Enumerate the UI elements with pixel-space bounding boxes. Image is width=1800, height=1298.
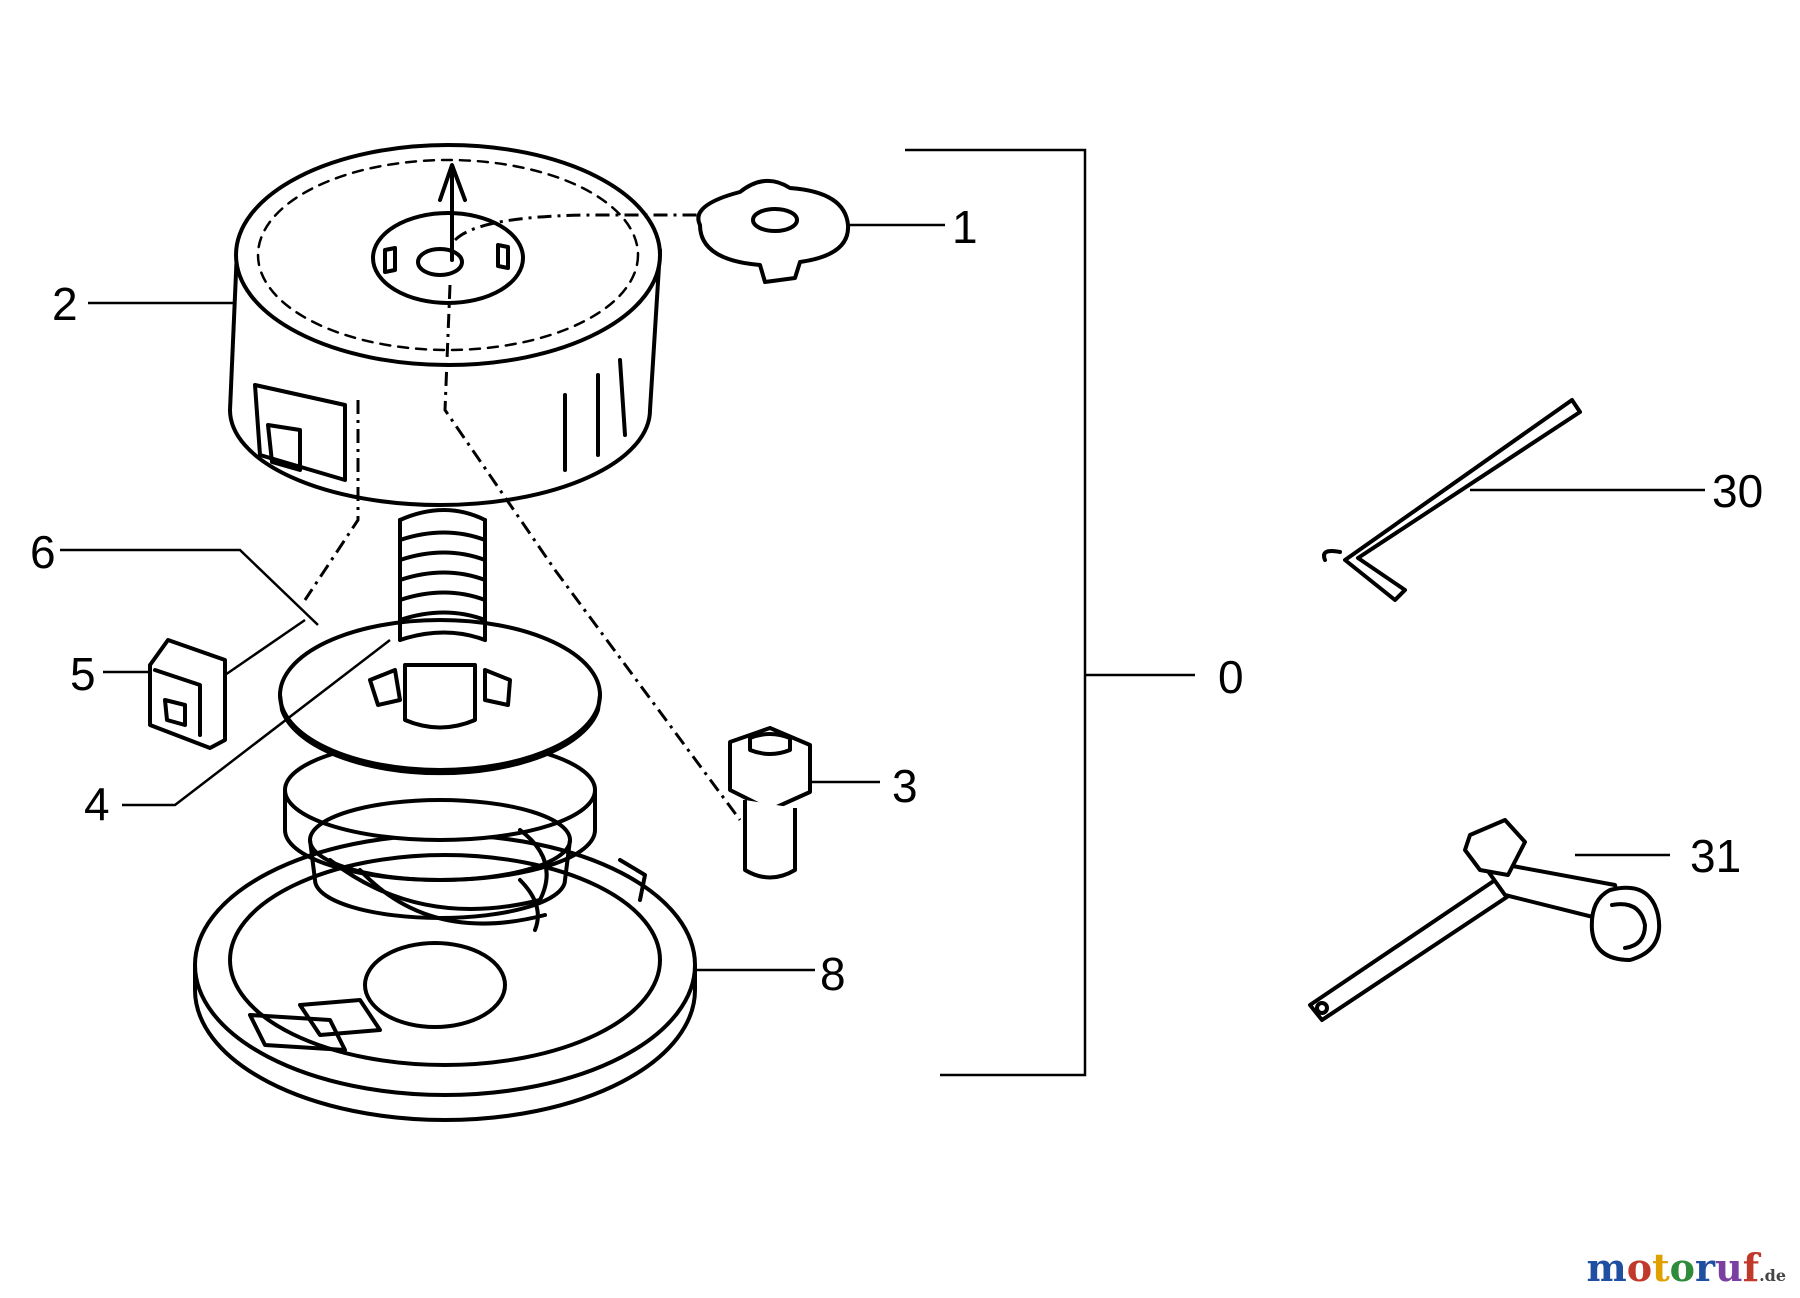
watermark-letter: m	[1586, 1245, 1627, 1290]
watermark-letter: o	[1626, 1245, 1653, 1290]
watermark-letter: u	[1715, 1245, 1743, 1290]
watermark-suffix: .de	[1759, 1266, 1786, 1285]
callout-31: 31	[1690, 830, 1741, 882]
watermark-logo: motoruf.de	[1587, 1245, 1786, 1290]
watermark-letter: o	[1669, 1245, 1696, 1290]
part-4-spool-disk	[278, 618, 602, 776]
callout-labels: 0 1 2 3 4 5 6 8 30 31	[30, 201, 1763, 1000]
part-8-bottom-cover	[193, 833, 697, 1122]
assembly-bracket	[905, 148, 1195, 1077]
part-30-hex-key	[1322, 398, 1582, 602]
callout-0: 0	[1218, 651, 1244, 703]
spring	[398, 508, 487, 642]
callout-3: 3	[892, 760, 918, 812]
part-3-bolt	[728, 726, 812, 880]
watermark-letters: motoruf	[1587, 1245, 1760, 1290]
part-31-box-wrench	[1308, 818, 1662, 1022]
watermark-letter: f	[1742, 1245, 1760, 1290]
part-2-housing	[228, 143, 662, 507]
callout-6: 6	[30, 526, 56, 578]
watermark-letter: r	[1695, 1245, 1716, 1290]
callout-5: 5	[70, 648, 96, 700]
leader-lines	[60, 223, 1705, 972]
callout-2: 2	[52, 278, 78, 330]
callout-1: 1	[952, 201, 978, 253]
alignment-lines	[303, 213, 742, 821]
part-1-cap	[696, 179, 851, 284]
part-5-lock-button	[148, 638, 227, 750]
callout-8: 8	[820, 948, 846, 1000]
callout-4: 4	[84, 778, 110, 830]
callout-30: 30	[1712, 465, 1763, 517]
watermark-letter: t	[1652, 1245, 1670, 1290]
